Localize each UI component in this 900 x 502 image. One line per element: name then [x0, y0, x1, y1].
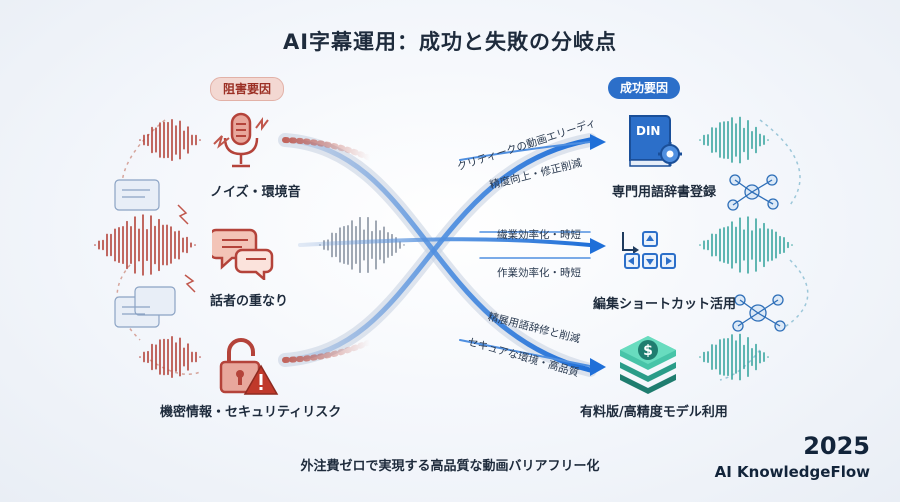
flow-arrowheads — [590, 134, 606, 376]
flow-label-4: 作業効率化・時短 — [497, 267, 581, 279]
success-label-shortcut: 編集ショートカット活用 — [593, 297, 737, 312]
success-label-dictionary: 専門用語辞書登録 — [612, 185, 717, 200]
microphone-noise-icon — [213, 112, 269, 168]
year-label: 2025 — [803, 432, 870, 460]
interference-marks — [177, 204, 196, 293]
speech-bubbles-icon — [212, 228, 274, 280]
obstacles-badge: 阻害要因 — [210, 77, 285, 101]
flow-label-3: 繊業効率化・時短 — [497, 229, 581, 241]
page-title: AI字幕運用：成功と失敗の分岐点 — [282, 30, 618, 54]
obstacle-label-security: 機密情報・セキュリティリスク — [160, 405, 342, 420]
obstacle-label-noise: ノイズ・環境音 — [210, 185, 301, 200]
svg-text:$: $ — [643, 343, 653, 359]
footer-tagline: 外注費ゼロで実現する高品質な動画バリアフリー化 — [300, 459, 600, 474]
dictionary-book-gear-icon: DIN — [624, 110, 684, 172]
left-waveforms — [94, 119, 201, 378]
obstacle-label-overlap: 話者の重なり — [210, 294, 289, 309]
left-caption-cards — [114, 179, 176, 328]
flow-ribbons — [278, 133, 597, 377]
right-waveforms — [699, 116, 793, 381]
keyboard-shortcut-icon — [622, 231, 676, 269]
dictionary-icon-text: DIN — [636, 124, 661, 138]
success-badge: 成功要因 — [608, 77, 681, 99]
brand-label: AI KnowledgeFlow — [714, 463, 870, 481]
right-network-nodes — [727, 174, 786, 332]
unlocked-padlock-warning-icon — [219, 338, 279, 395]
layered-paid-model-icon: $ — [620, 336, 676, 394]
success-label-paid-model: 有料版/高精度モデル利用 — [580, 405, 728, 420]
